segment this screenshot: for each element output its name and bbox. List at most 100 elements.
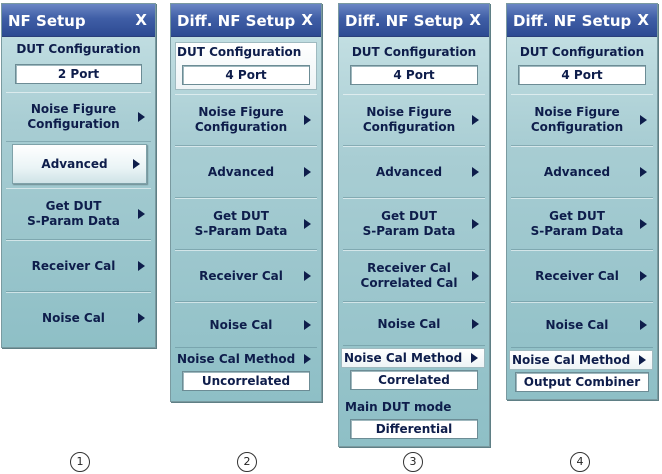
triangle-right-icon	[304, 271, 311, 281]
button-label: Noise Figure Configuration	[194, 105, 288, 134]
triangle-right-icon	[304, 167, 311, 177]
button-label: Get DUT S-Param Data	[362, 209, 456, 238]
panel-titlebar: NF Setup X	[2, 4, 155, 37]
close-icon[interactable]: X	[637, 11, 649, 29]
panel-title: Diff. NF Setup	[177, 12, 296, 30]
noise-cal-method-label[interactable]: Noise Cal Method	[175, 350, 317, 368]
triangle-right-icon	[133, 159, 140, 169]
nf-setup-panel: NF Setup X DUT Configuration 2 Port Nois…	[1, 3, 156, 348]
noise-cal-method-field[interactable]: Correlated	[350, 370, 478, 390]
panel-title: Diff. NF Setup	[345, 12, 464, 30]
button-label: Noise Figure Configuration	[27, 102, 120, 131]
receiver-cal-button[interactable]: Receiver Cal	[6, 240, 151, 292]
button-label: Advanced	[41, 156, 108, 171]
dut-configuration-label: DUT Configuration	[16, 42, 141, 56]
button-label: Noise Cal	[545, 317, 609, 332]
button-label: Advanced	[375, 164, 443, 179]
get-dut-s-param-data-button[interactable]: Get DUT S-Param Data	[343, 198, 485, 250]
diff-nf-setup-panel: Diff. NF Setup X DUT Configuration 4 Por…	[338, 3, 490, 447]
noise-cal-method-field[interactable]: Output Combiner	[515, 372, 649, 392]
dut-configuration-field[interactable]: 4 Port	[350, 65, 478, 85]
triangle-right-icon	[472, 115, 479, 125]
receiver-cal-correlated-cal-button[interactable]: Receiver Cal Correlated Cal	[343, 250, 485, 302]
advanced-button[interactable]: Advanced	[343, 146, 485, 198]
noise-figure-configuration-button[interactable]: Noise Figure Configuration	[6, 92, 151, 142]
noise-cal-method-label[interactable]: Noise Cal Method	[509, 350, 653, 370]
dut-configuration-label: DUT Configuration	[177, 45, 302, 59]
noise-cal-method-label[interactable]: Noise Cal Method	[341, 348, 485, 368]
button-label: Noise Cal	[42, 310, 105, 325]
receiver-cal-button[interactable]: Receiver Cal	[175, 250, 317, 302]
advanced-button[interactable]: Advanced	[12, 144, 147, 184]
panel-title: Diff. NF Setup	[513, 12, 632, 30]
triangle-right-icon	[472, 271, 479, 281]
triangle-right-icon	[304, 320, 311, 330]
get-dut-s-param-data-button[interactable]: Get DUT S-Param Data	[6, 188, 151, 240]
triangle-right-icon	[138, 313, 145, 323]
advanced-button[interactable]: Advanced	[175, 146, 317, 198]
noise-cal-method-text: Noise Cal Method	[512, 353, 631, 367]
triangle-right-icon	[472, 167, 479, 177]
caption-number: 3	[403, 452, 423, 472]
close-icon[interactable]: X	[469, 11, 481, 29]
button-label: Receiver Cal	[31, 258, 116, 273]
noise-cal-button[interactable]: Noise Cal	[6, 292, 151, 343]
main-dut-mode-field[interactable]: Differential	[350, 419, 478, 439]
triangle-right-icon	[304, 354, 311, 364]
triangle-right-icon	[639, 355, 646, 365]
noise-figure-configuration-button[interactable]: Noise Figure Configuration	[511, 94, 653, 146]
caption-number: 1	[70, 452, 90, 472]
close-icon[interactable]: X	[301, 11, 313, 29]
button-label: Receiver Cal Correlated Cal	[360, 261, 458, 290]
triangle-right-icon	[640, 271, 647, 281]
dut-configuration-label: DUT Configuration	[351, 45, 477, 59]
noise-cal-method-text: Noise Cal Method	[344, 351, 463, 365]
button-label: Noise Figure Configuration	[362, 105, 456, 134]
diff-nf-setup-panel: Diff. NF Setup X DUT Configuration 4 Por…	[170, 3, 322, 402]
button-label: Get DUT S-Param Data	[194, 209, 288, 238]
dut-configuration-field[interactable]: 4 Port	[182, 65, 310, 85]
close-icon[interactable]: X	[135, 11, 147, 29]
triangle-right-icon	[640, 219, 647, 229]
dut-configuration-label: DUT Configuration	[519, 45, 645, 59]
main-dut-mode-label: Main DUT mode	[345, 400, 452, 414]
triangle-right-icon	[304, 219, 311, 229]
panel-titlebar: Diff. NF Setup X	[507, 4, 657, 37]
triangle-right-icon	[304, 115, 311, 125]
dut-configuration-field[interactable]: 4 Port	[518, 65, 646, 85]
triangle-right-icon	[640, 167, 647, 177]
get-dut-s-param-data-button[interactable]: Get DUT S-Param Data	[511, 198, 653, 250]
panel-titlebar: Diff. NF Setup X	[171, 4, 321, 37]
caption-number: 2	[237, 452, 257, 472]
triangle-right-icon	[138, 112, 145, 122]
noise-figure-configuration-button[interactable]: Noise Figure Configuration	[175, 94, 317, 146]
button-label: Noise Cal	[377, 316, 441, 331]
button-label: Noise Cal	[209, 317, 273, 332]
triangle-right-icon	[472, 219, 479, 229]
button-label: Advanced	[543, 164, 611, 179]
diff-nf-setup-panel: Diff. NF Setup X DUT Configuration 4 Por…	[506, 3, 658, 400]
panel-title: NF Setup	[8, 12, 86, 30]
noise-figure-configuration-button[interactable]: Noise Figure Configuration	[343, 94, 485, 146]
button-label: Receiver Cal	[199, 268, 283, 283]
noise-cal-button[interactable]: Noise Cal	[175, 302, 317, 348]
noise-cal-button[interactable]: Noise Cal	[511, 302, 653, 348]
button-label: Advanced	[207, 164, 275, 179]
advanced-button[interactable]: Advanced	[511, 146, 653, 198]
get-dut-s-param-data-button[interactable]: Get DUT S-Param Data	[175, 198, 317, 250]
triangle-right-icon	[138, 261, 145, 271]
button-label: Receiver Cal	[535, 268, 619, 283]
noise-cal-method-field[interactable]: Uncorrelated	[182, 371, 310, 391]
button-label: Noise Figure Configuration	[530, 105, 624, 134]
triangle-right-icon	[640, 320, 647, 330]
triangle-right-icon	[640, 115, 647, 125]
triangle-right-icon	[472, 319, 479, 329]
triangle-right-icon	[471, 353, 478, 363]
button-label: Get DUT S-Param Data	[530, 209, 624, 238]
button-label: Get DUT S-Param Data	[27, 199, 120, 228]
noise-cal-button[interactable]: Noise Cal	[343, 302, 485, 346]
triangle-right-icon	[138, 209, 145, 219]
noise-cal-method-text: Noise Cal Method	[177, 352, 296, 366]
receiver-cal-button[interactable]: Receiver Cal	[511, 250, 653, 302]
dut-configuration-field[interactable]: 2 Port	[15, 64, 142, 84]
